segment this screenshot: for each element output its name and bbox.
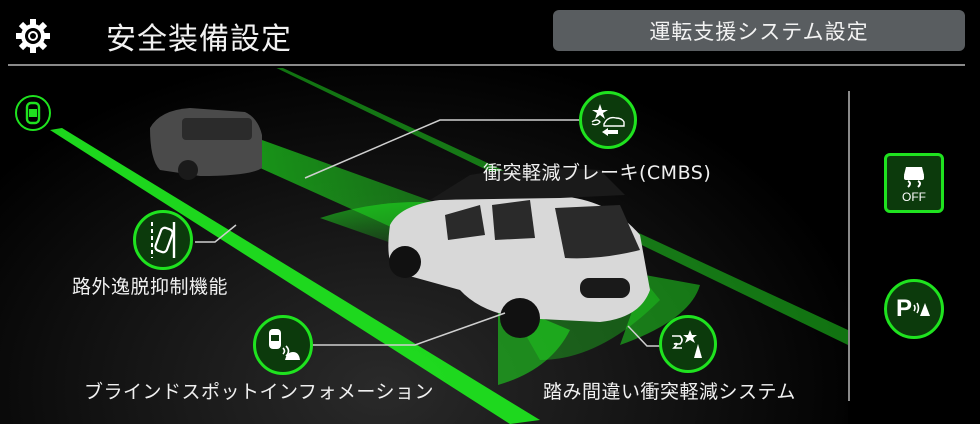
side-panel-divider: [848, 91, 850, 401]
parking-sensor-button[interactable]: P: [884, 279, 944, 339]
lead-vehicle: [150, 108, 262, 180]
scene-illustration: [50, 68, 848, 424]
parking-p-label: P: [895, 295, 912, 322]
safety-scene: 衝突軽減ブレーキ(CMBS) 路外逸脱抑制機能 ブラインドスポットインフォメーシ…: [0, 68, 848, 424]
cmbs-label: 衝突軽減ブレーキ(CMBS): [483, 162, 712, 184]
pedal-misapplication-label: 踏み間違い衝突軽減システム: [543, 381, 796, 403]
parking-sensor-icon: [913, 302, 930, 316]
collision-brake-icon[interactable]: [579, 91, 637, 149]
header-divider: [8, 64, 965, 66]
vsa-skid-off-icon: [904, 167, 924, 188]
gear-icon[interactable]: [14, 17, 52, 55]
header-bar: 安全装備設定 運転支援システム設定: [0, 0, 980, 66]
vsa-off-label: OFF: [902, 190, 926, 204]
vsa-off-button[interactable]: OFF: [884, 153, 944, 213]
pedal-misapplication-icon[interactable]: [659, 315, 717, 373]
lane-departure-icon[interactable]: [133, 210, 193, 270]
ego-vehicle: [388, 168, 650, 338]
blind-spot-icon[interactable]: [253, 315, 313, 375]
page-title: 安全装備設定: [106, 22, 292, 57]
vehicle-top-view-icon[interactable]: [15, 95, 51, 131]
blind-spot-label: ブラインドスポットインフォメーション: [84, 381, 435, 403]
driving-assist-settings-button[interactable]: 運転支援システム設定: [553, 10, 965, 51]
road-departure-label: 路外逸脱抑制機能: [72, 276, 229, 298]
